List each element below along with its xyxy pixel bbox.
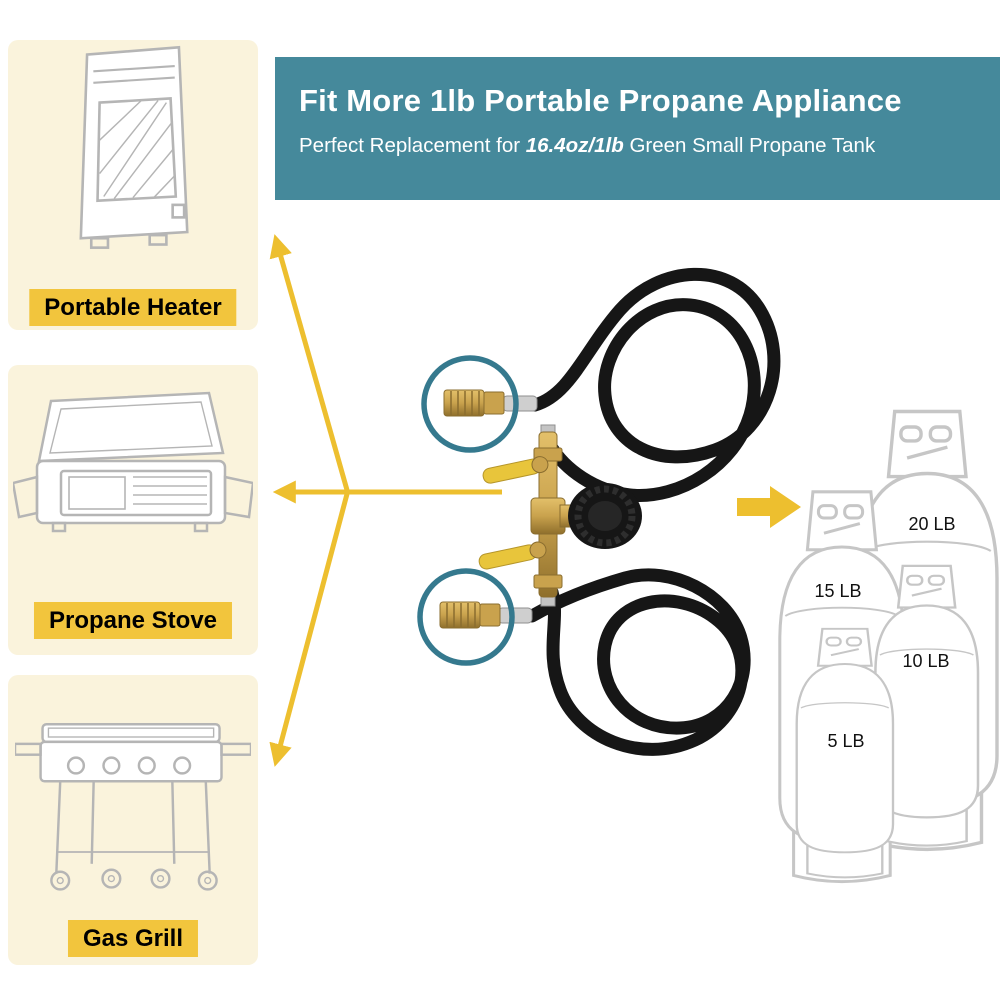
propane-stove-icon [13, 391, 253, 533]
tank-label-10lb: 10 LB [902, 651, 950, 671]
tank-15lb [778, 490, 906, 884]
arrow-to-heater [269, 234, 350, 491]
brass-fitting-bottom [439, 601, 501, 629]
panel-gas-grill: Gas Grill [8, 675, 258, 965]
propane-splitter-product [417, 267, 781, 756]
subtitle-emphasis: 16.4oz/1lb [525, 134, 624, 157]
hose-bottom [525, 568, 751, 756]
subtitle-prefix: Perfect Replacement for [299, 134, 526, 157]
qcc-knob [568, 483, 642, 549]
arrow-to-tanks [737, 486, 801, 528]
banner-subtitle: Perfect Replacement for 16.4oz/1lb Green… [299, 134, 1000, 158]
arrows-to-appliances [269, 234, 502, 767]
tank-label-20lb: 20 LB [908, 514, 956, 534]
panel-propane-stove: Propane Stove [8, 365, 258, 655]
portable-heater-icon [79, 45, 189, 249]
tank-10lb [874, 564, 980, 847]
tank-5lb [795, 627, 895, 879]
panel-portable-heater: Portable Heater [8, 40, 258, 330]
valve-handle-top [482, 456, 549, 484]
gas-grill-icon [15, 722, 251, 891]
tank-label-5lb: 5 LB [827, 731, 865, 751]
hose-sleeve-top [502, 395, 538, 412]
brass-fitting-top [443, 389, 505, 417]
brass-tee-manifold [530, 424, 577, 607]
valve-handle-bottom [478, 541, 547, 570]
banner: Fit More 1lb Portable Propane Appliance … [275, 57, 1000, 200]
banner-title: Fit More 1lb Portable Propane Appliance [299, 83, 902, 118]
highlight-circle-bottom [417, 568, 515, 666]
appliance-label-portable-heater: Portable Heater [29, 289, 237, 326]
subtitle-suffix: Green Small Propane Tank [623, 134, 876, 157]
tank-label-15lb: 15 LB [814, 581, 862, 601]
appliance-label-gas-grill: Gas Grill [67, 920, 199, 957]
tank-20lb [855, 409, 999, 852]
highlight-circle-top [421, 355, 519, 453]
hose-top [528, 267, 781, 502]
hose-sleeve-bottom [497, 607, 533, 624]
appliance-label-propane-stove: Propane Stove [33, 602, 233, 639]
arrow-to-grill [269, 493, 350, 767]
